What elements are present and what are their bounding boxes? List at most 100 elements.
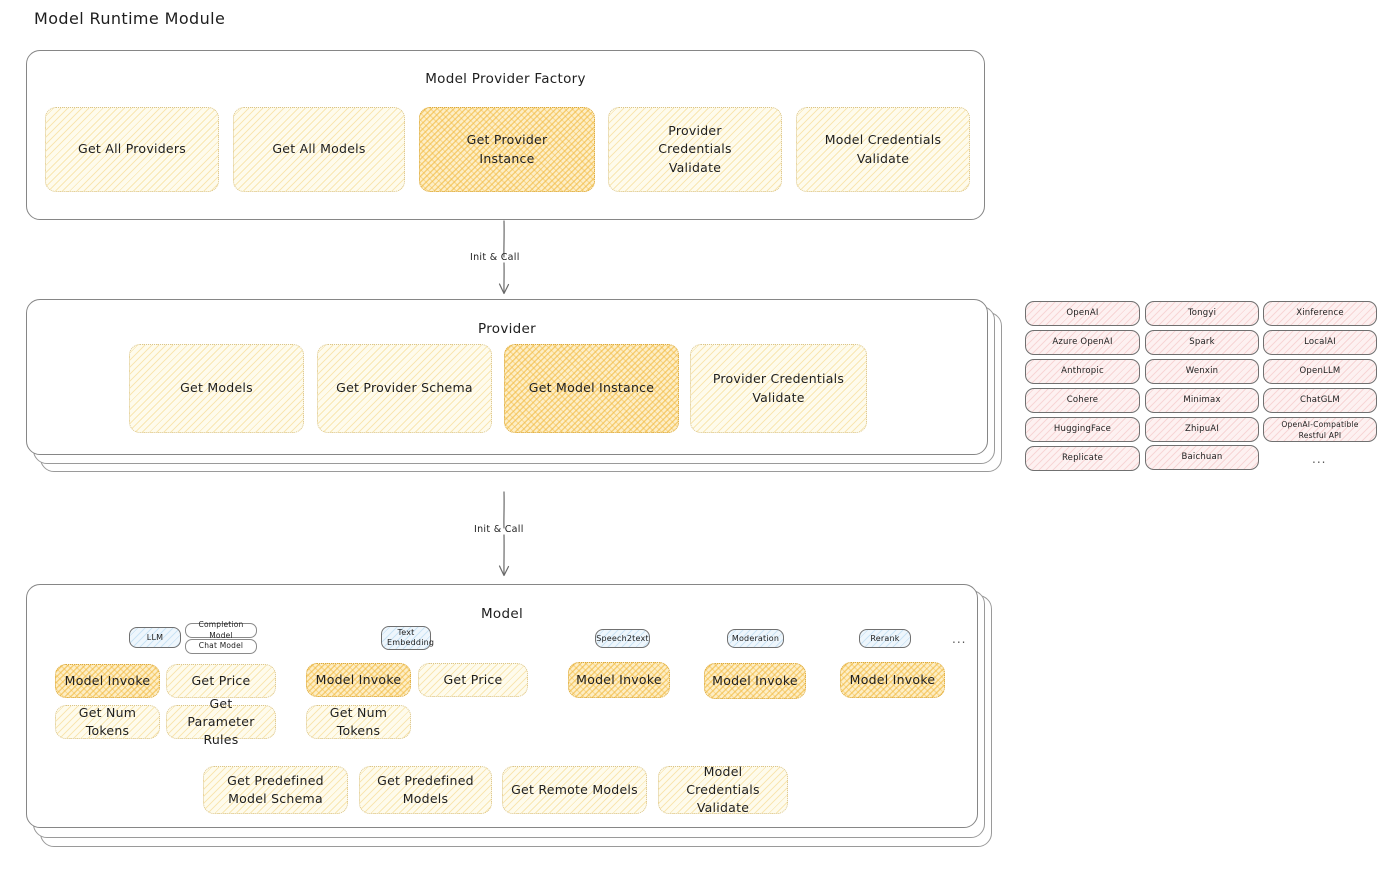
provider-op-get-model-instance[interactable]: Get Model Instance <box>504 344 679 433</box>
op-label: Model Invoke <box>712 672 798 688</box>
provider-chip-label: LocalAI <box>1304 337 1336 348</box>
arrow-factory-to-provider <box>492 220 516 301</box>
op-label: Get Price <box>443 671 503 687</box>
provider-op-get-provider-schema[interactable]: Get Provider Schema <box>317 344 492 433</box>
provider-chip-label: Spark <box>1189 337 1215 348</box>
model-type-label: LLM <box>146 632 164 642</box>
provider-list-more: ... <box>1312 452 1327 466</box>
arrow-provider-to-model-label: Init & Call <box>474 524 524 535</box>
provider-chip[interactable]: Anthropic <box>1025 359 1140 384</box>
model-subtype-completion-model[interactable]: Completion Model <box>185 620 257 640</box>
op-label: Get Price <box>191 672 251 688</box>
text-embedding-op-get-num-tokens[interactable]: Get Num Tokens <box>306 705 411 739</box>
model-common-op-get-predefined-models[interactable]: Get Predefined Models <box>359 766 492 814</box>
provider-chip-label: Anthropic <box>1061 366 1104 377</box>
model-type-label: Rerank <box>870 633 900 643</box>
model-type-badge-text-embedding[interactable]: Text Embedding <box>381 626 435 650</box>
arrow-factory-to-provider-label: Init & Call <box>470 252 520 263</box>
arrow-provider-to-model <box>492 491 516 582</box>
provider-chip[interactable]: ChatGLM <box>1263 388 1377 413</box>
text-embedding-op-get-price[interactable]: Get Price <box>418 663 528 697</box>
rerank-op-model-invoke[interactable]: Model Invoke <box>840 662 945 698</box>
op-label: Model Invoke <box>315 671 402 687</box>
provider-op-get-models[interactable]: Get Models <box>129 344 304 433</box>
provider-chip-label: Xinference <box>1296 308 1344 319</box>
model-type-label: Moderation <box>731 633 780 643</box>
provider-chip[interactable]: OpenLLM <box>1263 359 1377 384</box>
model-type-badge-speech2text[interactable]: Speech2text <box>595 629 650 648</box>
provider-chip-label: OpenLLM <box>1299 366 1341 377</box>
provider-chip[interactable]: Wenxin <box>1145 359 1259 384</box>
factory-op-model-credentials-validate[interactable]: Model Credentials Validate <box>796 107 970 192</box>
provider-op-label: Provider Credentials Validate <box>712 371 845 405</box>
model-common-op-get-predefined-model-schema[interactable]: Get Predefined Model Schema <box>203 766 348 814</box>
provider-chip[interactable]: OpenAI-Compatible Restful API <box>1263 417 1377 442</box>
model-provider-factory-title: Model Provider Factory <box>425 71 586 87</box>
text-embedding-op-model-invoke[interactable]: Model Invoke <box>306 663 411 697</box>
model-common-op-model-credentials-validate[interactable]: Model Credentials Validate <box>658 764 788 815</box>
model-subtype-label: Chat Model <box>198 641 244 651</box>
factory-op-get-provider-instance[interactable]: Get Provider Instance <box>419 107 595 192</box>
provider-op-label: Get Models <box>180 380 253 396</box>
model-title: Model <box>480 606 524 622</box>
provider-chip-label: OpenAI-Compatible Restful API <box>1281 419 1359 440</box>
op-label: Get Num Tokens <box>78 704 137 738</box>
moderation-op-model-invoke[interactable]: Model Invoke <box>704 663 806 699</box>
provider-chip-label: Wenxin <box>1185 366 1219 377</box>
op-label: Get Predefined Models <box>377 772 474 806</box>
provider-op-label: Get Provider Schema <box>336 380 473 396</box>
factory-op-label: Provider Credentials Validate <box>658 123 732 175</box>
op-label: Model Invoke <box>849 671 936 687</box>
provider-chip[interactable]: OpenAI <box>1025 301 1140 326</box>
op-label: Get Remote Models <box>511 781 638 797</box>
provider-chip[interactable]: Azure OpenAI <box>1025 330 1140 355</box>
provider-chip[interactable]: Baichuan <box>1145 445 1259 470</box>
provider-chip-label: Azure OpenAI <box>1052 337 1113 348</box>
provider-chip-label: HuggingFace <box>1053 424 1112 435</box>
provider-chip-label: Replicate <box>1061 453 1104 464</box>
provider-op-provider-credentials-validate[interactable]: Provider Credentials Validate <box>690 344 867 433</box>
provider-chip-label: ChatGLM <box>1300 395 1340 406</box>
provider-chip[interactable]: Xinference <box>1263 301 1377 326</box>
factory-op-get-all-providers[interactable]: Get All Providers <box>45 107 219 192</box>
provider-chip-label: ZhipuAI <box>1184 424 1220 435</box>
model-types-more: ... <box>952 632 967 646</box>
op-label: Model Invoke <box>64 672 151 688</box>
model-type-badge-moderation[interactable]: Moderation <box>727 629 784 648</box>
model-subtype-label: Completion Model <box>198 619 244 640</box>
llm-op-get-num-tokens[interactable]: Get Num Tokens <box>55 705 160 739</box>
op-label: Get Parameter Rules <box>187 695 255 748</box>
provider-chip[interactable]: Cohere <box>1025 388 1140 413</box>
model-type-label: Text Embedding <box>387 628 435 647</box>
provider-chip-label: Minimax <box>1183 395 1221 406</box>
model-type-badge-llm[interactable]: LLM <box>129 627 181 648</box>
factory-op-label: Model Credentials Validate <box>824 132 942 166</box>
provider-chip-label: Tongyi <box>1187 308 1217 319</box>
model-common-op-get-remote-models[interactable]: Get Remote Models <box>502 766 647 814</box>
factory-op-get-all-models[interactable]: Get All Models <box>233 107 405 192</box>
factory-op-provider-credentials-validate[interactable]: Provider Credentials Validate <box>608 107 782 192</box>
provider-chip[interactable]: Spark <box>1145 330 1259 355</box>
factory-op-label: Get All Providers <box>78 141 186 157</box>
provider-chip[interactable]: HuggingFace <box>1025 417 1140 442</box>
op-label: Model Invoke <box>576 671 662 687</box>
speech2text-op-model-invoke[interactable]: Model Invoke <box>568 662 670 698</box>
llm-op-get-price[interactable]: Get Price <box>166 664 276 698</box>
model-type-label: Speech2text <box>596 633 649 643</box>
provider-op-label: Get Model Instance <box>528 380 655 396</box>
model-type-badge-rerank[interactable]: Rerank <box>859 629 911 648</box>
provider-chip[interactable]: LocalAI <box>1263 330 1377 355</box>
provider-chip[interactable]: Replicate <box>1025 446 1140 471</box>
provider-chip-label: Cohere <box>1066 395 1099 406</box>
provider-chip[interactable]: Minimax <box>1145 388 1259 413</box>
provider-title: Provider <box>478 321 536 337</box>
op-label: Get Predefined Model Schema <box>227 772 324 806</box>
provider-chip[interactable]: Tongyi <box>1145 301 1259 326</box>
provider-chip[interactable]: ZhipuAI <box>1145 417 1259 442</box>
model-subtype-chat-model[interactable]: Chat Model <box>185 639 257 654</box>
llm-op-model-invoke[interactable]: Model Invoke <box>55 664 160 698</box>
llm-op-get-parameter-rules[interactable]: Get Parameter Rules <box>166 696 276 747</box>
factory-op-label: Get Provider Instance <box>466 132 548 166</box>
provider-chip-label: OpenAI <box>1066 308 1099 319</box>
